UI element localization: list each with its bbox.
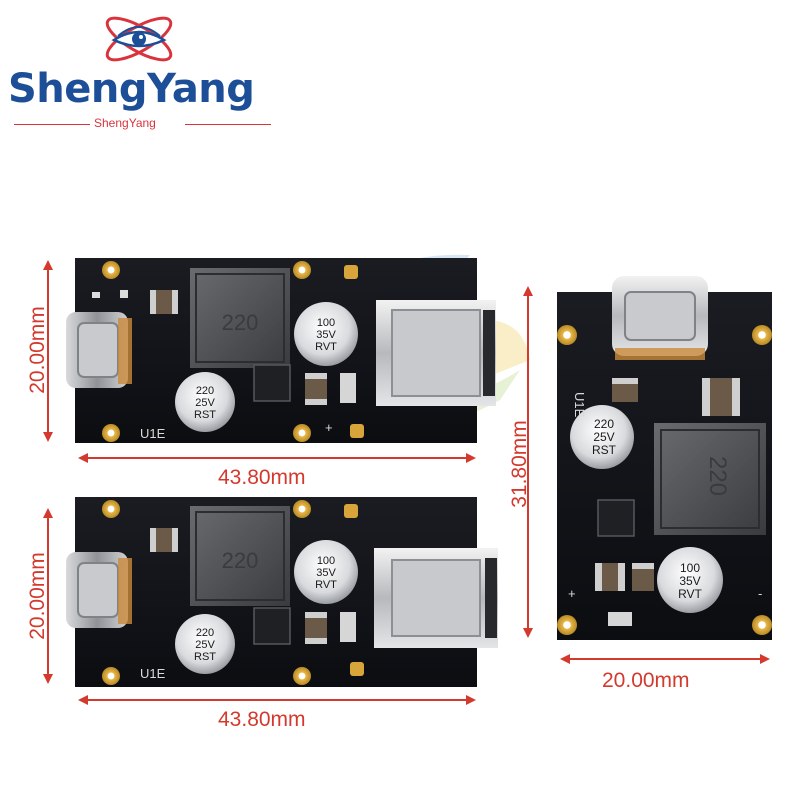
cap-small-series: RST [592,443,617,457]
brand-rule-right [185,124,271,125]
cap-large-value: 100 [317,555,335,567]
cap-small-series: RST [194,409,216,421]
cap-large-series: RVT [678,587,702,601]
cap-large-voltage: 35V [679,574,700,588]
brand-name: ShengYang [8,66,255,112]
cap-large-value: 100 [680,561,700,575]
silkscreen-label: U1E [140,666,166,681]
silkscreen-label: U1E [572,392,587,418]
dim-bottom-width: 43.80mm [218,708,306,731]
board-vertical [557,276,772,640]
cap-small-value: 220 [196,385,214,397]
dim-top-width: 43.80mm [218,466,306,489]
brand-rule-left [14,124,90,125]
plus-marking: + [568,586,576,601]
usb-c-port [612,276,708,360]
board-top [66,258,496,443]
cap-small-voltage: 25V [195,639,215,651]
dimension-lines [43,260,770,705]
board-bottom [66,497,498,687]
cap-small-voltage: 25V [195,397,215,409]
dim-bottom-height: 20.00mm [26,552,49,640]
silkscreen-label: U1E [140,426,166,441]
inductor-marking: 220 [704,456,731,496]
cap-large-series: RVT [315,579,337,591]
dim-top-height: 20.00mm [26,306,49,394]
usb-c-port [66,552,132,628]
cap-large-voltage: 35V [316,329,336,341]
plus-marking: + [325,420,333,435]
cap-large-series: RVT [315,341,337,353]
cap-large-value: 100 [317,317,335,329]
brand-tagline: ShengYang [94,116,156,130]
brand-logo: ShengYang ShengYang [0,0,290,140]
cap-large-voltage: 35V [316,567,336,579]
usb-a-port [376,300,496,406]
dim-vertical-width: 20.00mm [602,669,690,692]
cap-small-voltage: 25V [593,430,614,444]
cap-small-series: RST [194,651,216,663]
dim-vertical-height: 31.80mm [508,420,531,508]
minus-marking: - [758,586,762,601]
cap-small-value: 220 [594,417,614,431]
cap-small-value: 220 [196,627,214,639]
eye-logo-icon [105,16,173,62]
usb-a-port [374,548,498,648]
inductor-marking: 220 [222,548,259,573]
usb-c-port [66,312,132,388]
inductor-marking: 220 [222,310,259,335]
